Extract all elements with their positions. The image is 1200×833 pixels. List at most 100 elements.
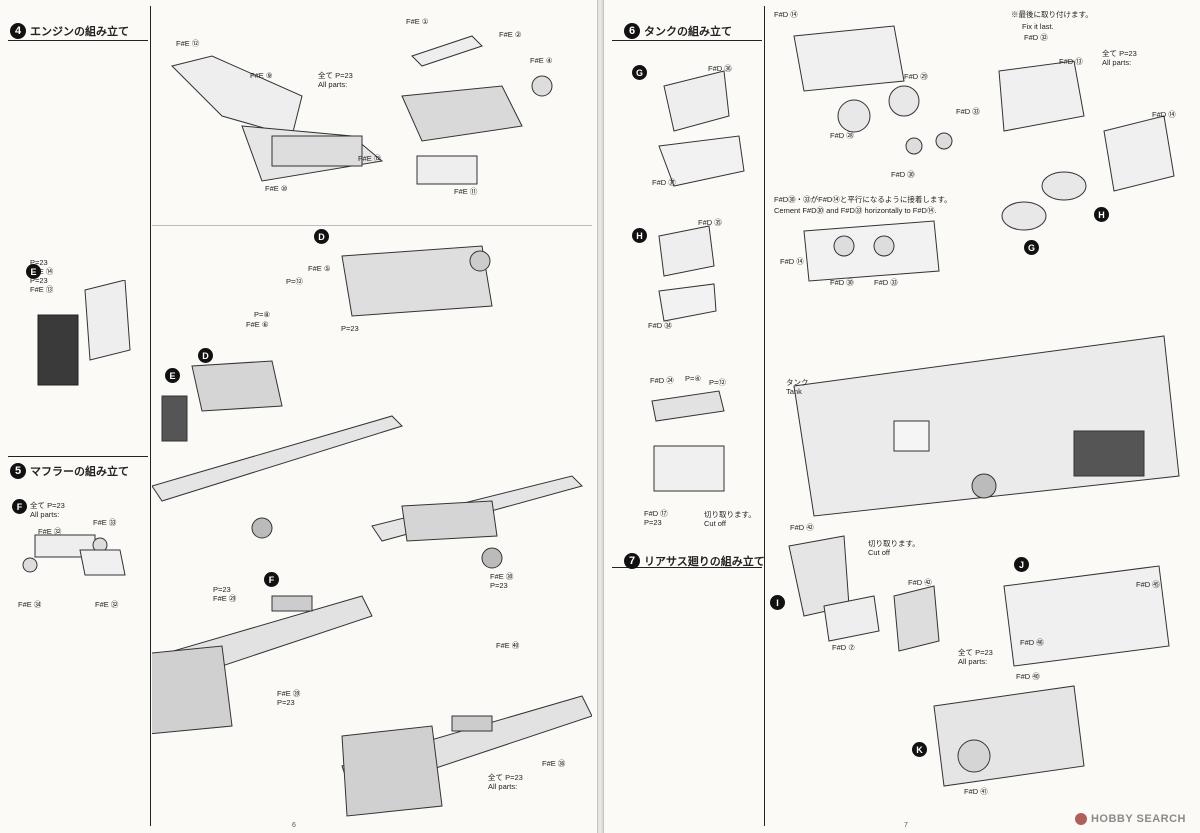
- note-label: Cement F#D㉚ and F#D㉝ horizontally to F#D…: [774, 206, 937, 215]
- part-label: F#D ㉞: [648, 321, 672, 330]
- callout-marker: I: [770, 595, 785, 610]
- note-label: ※最後に取り付けます。: [1011, 10, 1093, 19]
- callout-marker: G: [1024, 240, 1039, 255]
- step-divider: [8, 40, 148, 41]
- step-4-header: 4 エンジンの組み立て: [10, 23, 129, 39]
- part-label: P=⑧: [254, 310, 271, 319]
- step-title: エンジンの組み立て: [30, 26, 129, 38]
- part-label: F#D ⑭: [1152, 110, 1176, 119]
- step-6-header: 6 タンクの組み立て: [624, 23, 732, 39]
- step-title: マフラーの組み立て: [30, 466, 129, 478]
- part-label: 全て P=23 All parts:: [1102, 49, 1137, 67]
- part-label: F#D ㉘: [830, 131, 854, 140]
- part-label: F#D ㊱: [708, 64, 732, 73]
- step-divider: [612, 40, 762, 41]
- part-label: F#D ㉙: [904, 72, 928, 81]
- step-5-header: 5 マフラーの組み立て: [10, 463, 129, 479]
- callout-marker: F: [12, 499, 27, 514]
- callout-marker: H: [632, 228, 647, 243]
- page-number: 7: [904, 822, 908, 829]
- step-divider: [8, 456, 148, 457]
- hobby-search-logo-icon: [1074, 813, 1087, 825]
- part-label: F#E ④: [530, 56, 553, 65]
- part-label: F#E ㉚ P=23: [490, 572, 514, 590]
- radiator-drawing: [37, 280, 131, 386]
- part-label: F#D ⑬: [1059, 57, 1083, 66]
- part-label: F#D ㉜: [1024, 33, 1048, 42]
- assembly-drawings-left: [152, 35, 592, 817]
- column-divider: [764, 6, 765, 826]
- right-page: 6 タンクの組み立て 7 リアサス廻りの組み立て: [603, 0, 1200, 833]
- part-label: F#E ㊵: [496, 641, 520, 650]
- part-label: P=⑫: [709, 378, 726, 387]
- callout-marker: D: [314, 229, 329, 244]
- callout-marker: G: [632, 65, 647, 80]
- part-label: F#D ㊶: [964, 787, 988, 796]
- part-label: F#E ⑨: [250, 71, 273, 80]
- part-label: タンク Tank: [786, 378, 809, 396]
- step-7-header: 7 リアサス廻りの組み立て: [624, 553, 765, 569]
- note-label: 切り取ります。 Cut off: [704, 510, 756, 528]
- step-number: 5: [10, 463, 26, 479]
- panel-divider: [152, 225, 592, 226]
- part-label: 全て P=23 All parts:: [958, 648, 993, 666]
- page-number: 6: [292, 822, 296, 829]
- part-label: F#D ㉝: [956, 107, 980, 116]
- part-label: F#D ⑰ P=23: [644, 509, 668, 527]
- left-page: 4 エンジンの組み立て 5 マフラーの組み立て: [0, 0, 598, 833]
- part-label: F#E ②: [499, 30, 522, 39]
- part-label: 全て P=23 All parts:: [318, 71, 353, 89]
- callout-marker: D: [198, 348, 213, 363]
- part-label: F#D ㉚: [830, 278, 854, 287]
- part-label: P=⑫: [286, 277, 303, 286]
- part-label: F#D ㉚: [891, 170, 915, 179]
- callout-marker: J: [1014, 557, 1029, 572]
- watermark-text: HOBBY SEARCH: [1090, 813, 1186, 825]
- part-label: F#E ㉞: [18, 600, 42, 609]
- part-label: F#D ㊲: [652, 178, 676, 187]
- callout-marker: H: [1094, 207, 1109, 222]
- part-label: F#D ㊻: [1020, 638, 1044, 647]
- part-label: F#D ⑦: [832, 643, 855, 652]
- callout-marker: F: [264, 572, 279, 587]
- part-label: F#D ⑭: [780, 257, 804, 266]
- part-label: 全て P=23 All parts:: [30, 501, 65, 519]
- part-label: F#E ㊴ P=23: [277, 689, 301, 707]
- step-number: 4: [10, 23, 26, 39]
- column-divider: [150, 6, 151, 826]
- step-number: 7: [624, 553, 640, 569]
- part-label: F#D ㊷: [908, 578, 932, 587]
- part-label: F#E ㉜: [95, 600, 119, 609]
- part-label: F#E ⑩: [265, 184, 288, 193]
- step-number: 6: [624, 23, 640, 39]
- page-gutter: [597, 0, 603, 833]
- note-label: F#D㉚・㉝がF#D⑭と平行になるように接着します。: [774, 195, 952, 204]
- callout-marker: E: [165, 368, 180, 383]
- part-label: F#E ㉝: [93, 518, 117, 527]
- part-label: F#E ㉜: [38, 527, 62, 536]
- part-label: P=④: [685, 374, 702, 383]
- assembly-drawings-right: [651, 25, 1180, 787]
- part-label: P=23 F#E ㉙: [213, 585, 237, 603]
- part-label: 全て P=23 All parts:: [488, 773, 523, 791]
- part-label: F#E ㊱: [542, 759, 566, 768]
- part-label: F#D ㉔: [650, 376, 674, 385]
- part-label: F#D ㊷: [790, 523, 814, 532]
- step-divider: [612, 567, 762, 568]
- muffler-parts-drawing: [22, 534, 126, 576]
- part-label: F#E ⑫: [358, 154, 382, 163]
- part-label: F#E ⑥: [246, 320, 269, 329]
- part-label: F#D ㉟: [698, 218, 722, 227]
- part-label: F#E ①: [406, 17, 429, 26]
- step-title: リアサス廻りの組み立て: [644, 556, 765, 568]
- watermark: HOBBY SEARCH: [1074, 813, 1186, 825]
- note-label: 切り取ります。 Cut off: [868, 539, 920, 557]
- part-label: F#E ⑫: [176, 39, 200, 48]
- part-label: F#D ⑭: [774, 10, 798, 19]
- part-label: F#D ㉝: [874, 278, 898, 287]
- note-label: Fix it last.: [1022, 22, 1054, 31]
- part-label: F#D ㊺: [1136, 580, 1160, 589]
- part-label: F#D ㊵: [1016, 672, 1040, 681]
- part-label: F#E ⑪: [454, 187, 478, 196]
